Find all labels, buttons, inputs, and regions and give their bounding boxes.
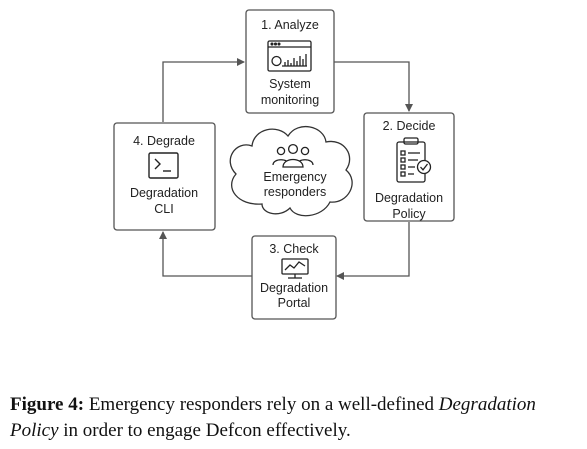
terminal-icon xyxy=(148,152,179,179)
node-degrade-step: 4. Degrade xyxy=(133,134,195,148)
node-analyze-step: 1. Analyze xyxy=(261,18,319,32)
edge-decide-to-check xyxy=(336,222,410,280)
node-degrade: 4. Degrade Degradation CLI xyxy=(113,122,216,231)
clipboard-checklist-icon xyxy=(396,137,432,183)
node-decide-step: 2. Decide xyxy=(383,119,436,133)
node-check-label-2: Portal xyxy=(278,296,311,310)
caption-emphasis: Degradation Policy xyxy=(10,394,536,441)
center-cloud: Emergency responders xyxy=(229,125,353,217)
center-label-2: responders xyxy=(264,185,327,199)
dashboard-icon xyxy=(267,40,312,72)
node-check-step: 3. Check xyxy=(269,242,319,256)
edge-analyze-to-decide xyxy=(334,61,413,112)
node-decide: 2. Decide Degradation Policy xyxy=(363,112,455,222)
edge-check-to-degrade xyxy=(159,231,252,277)
center-label-1: Emergency xyxy=(263,170,327,184)
node-degrade-label-2: CLI xyxy=(154,202,173,216)
caption-text-after: in order to engage Defcon effectively. xyxy=(58,420,351,441)
node-degrade-label-1: Degradation xyxy=(130,186,198,200)
caption-label: Figure 4: xyxy=(10,394,85,415)
node-analyze: 1. Analyze System monitoring xyxy=(245,9,335,114)
edge-degrade-to-analyze xyxy=(162,58,245,122)
caption-text-before: Emergency responders rely on a well-defi… xyxy=(84,394,439,415)
figure-caption: Figure 4: Emergency responders rely on a… xyxy=(10,392,585,444)
node-check-label-1: Degradation xyxy=(260,281,328,295)
node-analyze-label-1: System xyxy=(269,77,311,91)
node-check: 3. Check Degradation Portal xyxy=(251,235,337,320)
people-group-icon xyxy=(272,143,314,168)
node-decide-label-1: Degradation xyxy=(375,191,443,205)
node-analyze-label-2: monitoring xyxy=(261,93,319,107)
monitor-chart-icon xyxy=(281,258,309,279)
node-decide-label-2: Policy xyxy=(392,207,426,221)
